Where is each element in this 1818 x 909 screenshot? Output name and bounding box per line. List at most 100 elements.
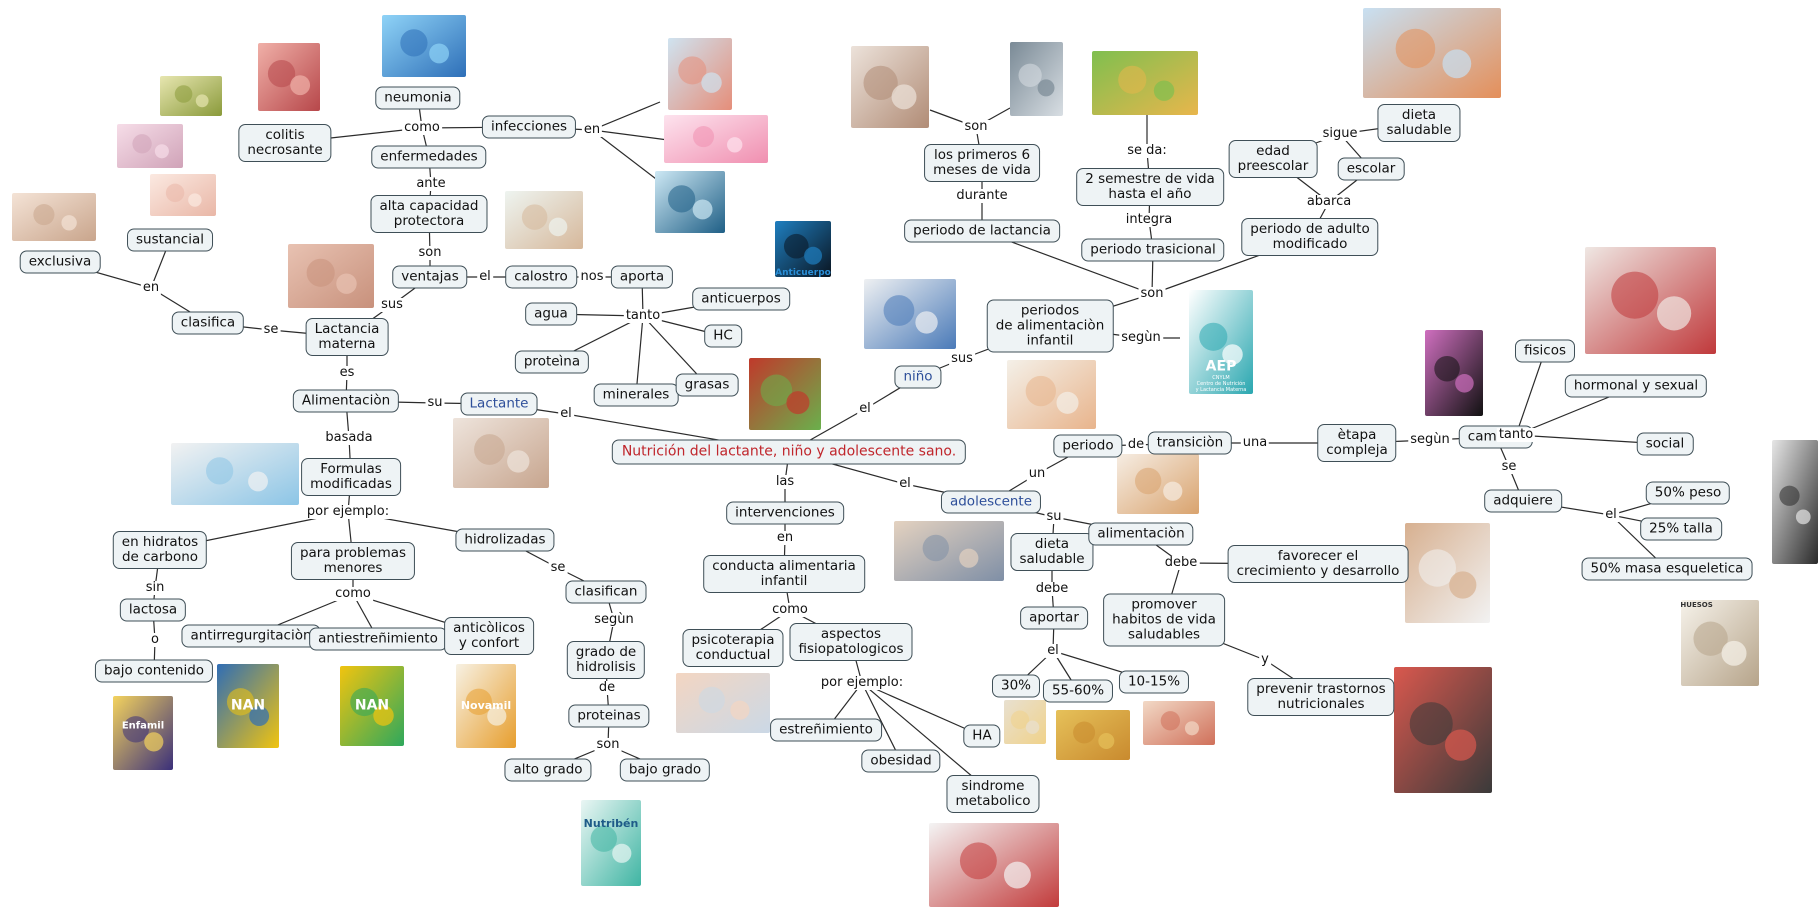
concept-agua[interactable]: agua (525, 302, 577, 326)
concept-masa[interactable]: 50% masa esqueletica (1581, 557, 1753, 581)
concept-hormonal[interactable]: hormonal y sexual (1564, 374, 1708, 398)
concept-promover[interactable]: promover habitos de vida saludables (1103, 593, 1225, 647)
link-label: sigue (1320, 126, 1360, 141)
link-label: por ejemplo: (818, 675, 906, 690)
link-label: y (1259, 652, 1271, 667)
image-caption: Enfamil (121, 720, 165, 732)
link-label: en (581, 122, 603, 137)
concept-problemas-menores[interactable]: para problemas menores (290, 542, 416, 580)
concept-psicoterapia[interactable]: psicoterapia conductual (682, 629, 784, 667)
concept-alto-grado[interactable]: alto grado (504, 758, 592, 782)
concept-aportar[interactable]: aportar (1020, 606, 1088, 630)
concept-etapa[interactable]: ètapa compleja (1317, 424, 1397, 462)
link-label: como (770, 602, 810, 617)
concept-talla[interactable]: 25% talla (1640, 517, 1722, 541)
concept-formulas[interactable]: Formulas modificadas (301, 458, 401, 496)
link-label: sin (143, 580, 167, 595)
link-label: segùn (1408, 432, 1452, 447)
concept-peso[interactable]: 50% peso (1645, 481, 1731, 505)
concept-dieta-saludable-top[interactable]: dieta saludable (1377, 104, 1461, 142)
concept-lactosa[interactable]: lactosa (119, 598, 187, 622)
concept-intervenciones[interactable]: intervenciones (726, 501, 844, 525)
concept-p1015[interactable]: 10-15% (1118, 670, 1190, 694)
concept-ha[interactable]: HA (963, 724, 1001, 748)
concept-hc[interactable]: HC (704, 324, 742, 348)
concept-periodo-trasicional[interactable]: periodo trasicional (1081, 238, 1225, 262)
concept-sindrome[interactable]: sindrome metabolico (946, 775, 1040, 813)
connector-line (635, 315, 644, 396)
concept-primeros6[interactable]: los primeros 6 meses de vida (924, 144, 1040, 182)
concept-ventajas[interactable]: ventajas (392, 265, 468, 289)
concept-antirregurgitacion[interactable]: antirregurgitaciòn (181, 624, 321, 648)
concept-transicion[interactable]: transiciòn (1147, 431, 1233, 455)
concept-social[interactable]: social (1636, 432, 1694, 456)
concept-bajo-grado[interactable]: bajo grado (619, 758, 711, 782)
concept-minerales[interactable]: minerales (593, 383, 679, 407)
concept-nino[interactable]: niño (894, 365, 942, 389)
concept-neumonia[interactable]: neumonia (375, 86, 461, 110)
concept-p30[interactable]: 30% (991, 674, 1041, 698)
concept-exclusiva[interactable]: exclusiva (19, 250, 101, 274)
image-caption: Nutribén (583, 817, 639, 831)
concept-dieta-saludable[interactable]: dieta saludable (1010, 533, 1094, 571)
concept-adolescente[interactable]: adolescente (940, 490, 1042, 514)
concept-proteinas[interactable]: proteinas (568, 704, 650, 728)
concept-estrenimiento[interactable]: estreñimiento (770, 718, 882, 742)
concept-adquiere[interactable]: adquiere (1484, 489, 1562, 513)
link-label: ante (414, 176, 448, 191)
link-label: son (1138, 286, 1166, 301)
teen-boy-image (1405, 523, 1490, 623)
concept-alta-capacidad[interactable]: alta capacidad protectora (370, 195, 488, 233)
concept-alimentacion-ado[interactable]: alimentaciòn (1088, 522, 1194, 546)
concept-clasifican[interactable]: clasifican (565, 580, 647, 604)
image-caption: NAN (230, 697, 266, 714)
concept-aporta[interactable]: aporta (610, 265, 674, 289)
concept-favorecer[interactable]: favorecer el crecimiento y desarrollo (1227, 545, 1409, 583)
scale-image (1772, 440, 1818, 564)
concept-colitis[interactable]: colitis necrosante (238, 124, 332, 162)
concept-periodo[interactable]: periodo (1053, 434, 1123, 458)
link-label: una (1240, 435, 1270, 450)
link-label: es (337, 365, 357, 380)
link-label: su (425, 395, 445, 410)
concept-lactante[interactable]: Lactante (460, 392, 538, 416)
link-label: las (773, 474, 797, 489)
link-label: se (548, 560, 568, 575)
concept-periodos[interactable]: periodos de alimentaciòn infantil (986, 299, 1114, 353)
concept-anticolicos[interactable]: anticòlicos y confort (444, 617, 534, 655)
concept-main[interactable]: Nutrición del lactante, niño y adolescen… (611, 439, 967, 465)
concept-sustancial[interactable]: sustancial (127, 228, 213, 252)
concept-enfermedades[interactable]: enfermedades (371, 145, 487, 169)
concept-clasifica[interactable]: clasifica (171, 311, 245, 335)
concept-antiestrenimiento[interactable]: antiestreñimiento (309, 627, 447, 651)
concept-p5560[interactable]: 55-60% (1042, 679, 1114, 703)
concept-lactancia[interactable]: Lactancia materna (305, 318, 389, 356)
concept-escolar[interactable]: escolar (1337, 157, 1405, 181)
concept-calostro[interactable]: calostro (505, 265, 577, 289)
concept-grasas[interactable]: grasas (675, 373, 739, 397)
concept-periodo-adulto[interactable]: periodo de adulto modificado (1241, 218, 1379, 256)
concept-prevenir[interactable]: prevenir trastornos nutricionales (1247, 678, 1395, 716)
concept-semestre2[interactable]: 2 semestre de vida hasta el año (1076, 168, 1224, 206)
concept-fisicos[interactable]: fisicos (1514, 339, 1576, 363)
concept-proteina[interactable]: proteìna (514, 350, 590, 374)
concept-conducta[interactable]: conducta alimentaria infantil (703, 555, 865, 593)
concept-edad-preescolar[interactable]: edad preescolar (1228, 140, 1318, 178)
lung-infection-image (655, 171, 725, 233)
antibody-image: Anticuerpo (775, 221, 831, 277)
concept-obesidad[interactable]: obesidad (861, 749, 941, 773)
connector-line (591, 129, 661, 183)
family-eating-image (1363, 8, 1501, 98)
concept-periodo-lactancia[interactable]: periodo de lactancia (904, 219, 1060, 243)
concept-hidratos[interactable]: en hidratos de carbono (112, 531, 208, 569)
concept-bajo-contenido[interactable]: bajo contenido (94, 659, 214, 683)
concept-infecciones[interactable]: infecciones (481, 115, 577, 139)
concept-hidrolizadas[interactable]: hidrolizadas (455, 528, 555, 552)
concept-aspectos[interactable]: aspectos fisiopatologicos (789, 623, 913, 661)
link-label: como (333, 586, 373, 601)
concept-anticuerpos[interactable]: anticuerpos (692, 287, 790, 311)
concept-alimentacion[interactable]: Alimentaciòn (292, 389, 400, 413)
link-label: de (1125, 437, 1147, 452)
concept-grado-hidrolisis[interactable]: grado de hidrolisis (566, 641, 646, 679)
